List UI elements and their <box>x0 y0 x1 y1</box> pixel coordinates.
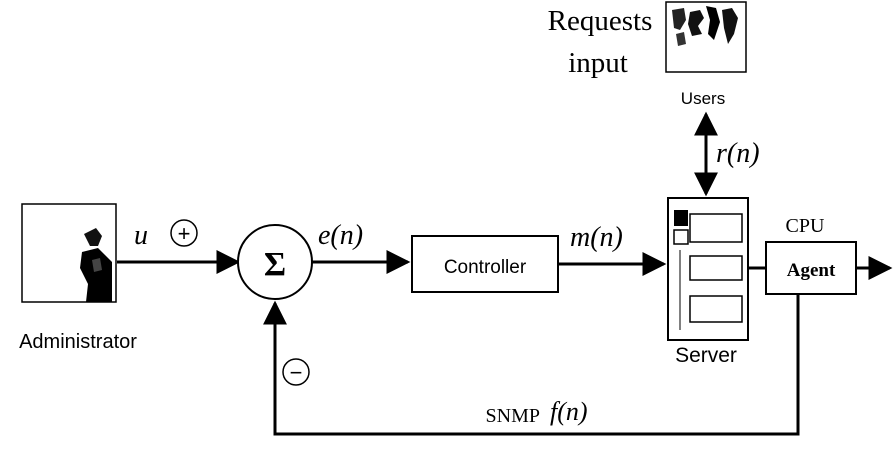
users-label: Users <box>681 89 725 108</box>
administrator-photo-icon <box>21 203 117 303</box>
signal-u: u <box>134 220 148 251</box>
minus-sign: − <box>290 360 303 385</box>
administrator-label: Administrator <box>19 331 137 353</box>
signal-r: r(n) <box>716 138 760 169</box>
minus-circle <box>282 358 310 386</box>
feedback-path <box>263 294 800 436</box>
requests-label: Requests <box>548 5 653 37</box>
controller-label: Controller <box>444 257 527 278</box>
plus-sign: + <box>178 221 191 246</box>
snmp-label: SNMP <box>486 405 540 427</box>
cpu-label: CPU <box>786 215 825 237</box>
plus-circle <box>170 219 198 247</box>
agent-box <box>765 241 857 295</box>
signal-f: f(n) <box>550 397 588 426</box>
controller-box <box>411 235 559 293</box>
signal-m: m(n) <box>570 222 623 253</box>
server-label: Server <box>675 344 737 367</box>
server-tower-icon <box>667 197 749 341</box>
users-photo-icon <box>665 1 747 73</box>
input-label: input <box>568 47 628 79</box>
signal-e: e(n) <box>318 220 363 251</box>
sum-symbol: Σ <box>264 246 286 283</box>
agent-label: Agent <box>787 260 836 281</box>
